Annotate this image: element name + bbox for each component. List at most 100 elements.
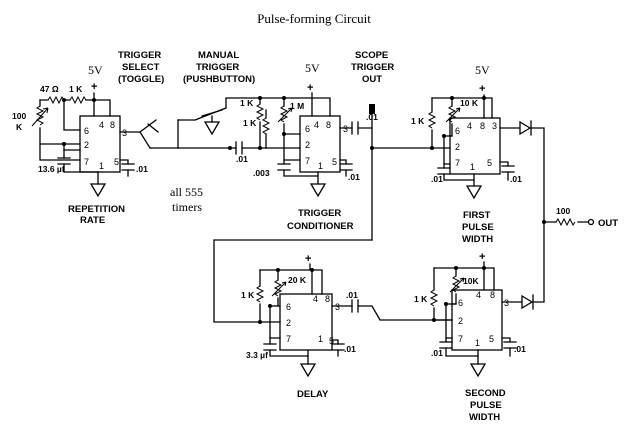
resistor-1k <box>69 95 87 105</box>
ic-body <box>451 289 503 351</box>
resistor-label: 20 K <box>288 275 307 285</box>
pin-2: 2 <box>305 140 310 150</box>
pin-4: 4 <box>313 294 318 304</box>
capacitor <box>339 163 353 171</box>
ground-icon <box>309 183 327 198</box>
pin-8: 8 <box>325 294 330 304</box>
timer-label: DELAY <box>297 389 329 400</box>
vcc-label: 5V <box>475 63 490 77</box>
pin-7: 7 <box>84 157 89 167</box>
resistor-100 <box>555 217 576 227</box>
capacitor <box>503 341 517 349</box>
junction-dot <box>442 134 446 138</box>
capacitor-label: .01 <box>236 154 248 164</box>
pin-8: 8 <box>480 121 485 131</box>
capacitor <box>351 121 359 135</box>
resistor-label: 1 M <box>290 101 304 111</box>
note: all 555 <box>170 185 203 199</box>
pin-4: 4 <box>314 120 319 130</box>
variable-resistor-20k <box>273 279 283 297</box>
wire <box>93 92 111 117</box>
variable-resistor-10k <box>447 105 457 123</box>
ground-icon <box>465 185 483 200</box>
scope-label: SCOPE <box>355 50 388 61</box>
resistor-label: 10K <box>463 276 479 286</box>
scope-trigger-terminal <box>369 104 375 114</box>
junction-dot <box>310 268 314 272</box>
resistor-label: 47 Ω <box>40 84 59 94</box>
output-label: OUT <box>598 218 618 229</box>
pin-2: 2 <box>455 142 460 152</box>
resistor-label: 1 K <box>411 116 425 126</box>
pin-1: 1 <box>318 161 323 171</box>
pin-5: 5 <box>332 157 337 167</box>
resistor-label: 100 <box>556 206 570 216</box>
scope-label: TRIGGER <box>351 62 394 73</box>
junction-dot <box>62 142 66 146</box>
pin-6: 6 <box>305 124 310 134</box>
pin-3: 3 <box>122 128 127 138</box>
capacitor <box>331 343 345 351</box>
capacitor <box>121 163 135 171</box>
resistor-1k <box>429 289 439 307</box>
ic-body <box>449 117 501 175</box>
ground-icon <box>89 183 107 198</box>
timer-label: FIRST <box>463 210 491 221</box>
pin-4: 4 <box>99 120 104 130</box>
manual-pushbutton <box>201 109 223 117</box>
timer-label: SECOND <box>465 388 506 399</box>
capacitor-label: .01 <box>431 174 443 184</box>
wire <box>499 127 545 223</box>
pin-4: 4 <box>476 290 481 300</box>
resistor-label: 1 K <box>243 118 257 128</box>
wire <box>371 113 433 241</box>
pin-6: 6 <box>458 298 463 308</box>
wire <box>445 337 479 357</box>
switch-label: SELECT <box>122 62 160 73</box>
pin-3: 3 <box>504 298 509 308</box>
diode-icon <box>521 294 534 310</box>
pushbutton-label: MANUAL <box>198 50 239 61</box>
pin-2: 2 <box>286 318 291 328</box>
wire <box>119 123 179 149</box>
pin-5: 5 <box>487 158 492 168</box>
pushbutton-label: TRIGGER <box>196 62 239 73</box>
pin-1: 1 <box>318 334 323 344</box>
junction-dot <box>258 146 262 150</box>
timer-label: PULSE <box>462 222 494 233</box>
switch-label: TRIGGER <box>118 50 161 61</box>
capacitor <box>437 167 451 175</box>
junction-dot <box>444 302 448 306</box>
capacitor-label: .01 <box>344 344 356 354</box>
wire <box>443 163 475 181</box>
resistor-1k <box>255 103 265 121</box>
pin-2: 2 <box>458 316 463 326</box>
wire <box>283 159 319 177</box>
pin-1: 1 <box>99 161 104 171</box>
timer-trigger-conditioner: 4 8 3 6 2 7 1 5 <box>299 115 348 173</box>
note: timers <box>172 200 202 214</box>
wire <box>331 339 339 357</box>
switch-lever <box>139 119 157 133</box>
timer-label: TRIGGER <box>298 208 341 219</box>
wire <box>213 239 373 323</box>
variable-resistor-100k <box>35 105 45 126</box>
pin-5: 5 <box>489 334 494 344</box>
pin-6: 6 <box>84 126 89 136</box>
timer-label: WIDTH <box>462 234 493 245</box>
resistor-1k <box>427 111 437 129</box>
pin-1: 1 <box>470 162 475 172</box>
resistor-label: 1 K <box>240 98 254 108</box>
wire <box>339 159 347 177</box>
resistor-label: 1 K <box>69 84 83 94</box>
scope-label: OUT <box>362 74 382 85</box>
capacitor-label: .01 <box>346 290 358 300</box>
timer-label: PULSE <box>470 400 502 411</box>
junction-dot <box>92 98 96 102</box>
vcc-plus-symbol: + <box>307 82 313 94</box>
output-terminal <box>587 218 595 226</box>
wire <box>259 263 323 295</box>
pin-7: 7 <box>305 156 310 166</box>
diode-icon <box>519 120 532 136</box>
